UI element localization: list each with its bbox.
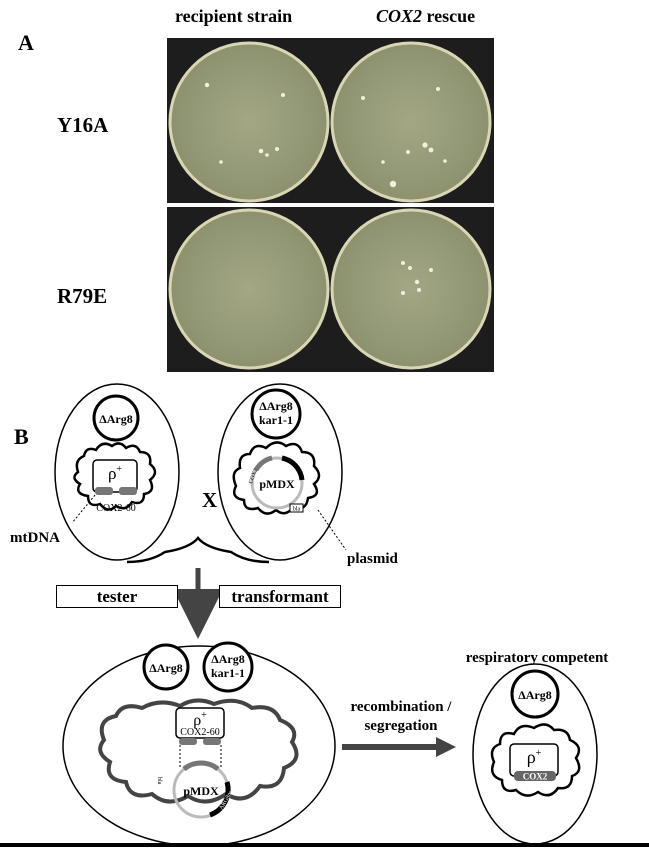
zygote-rho-label: ρ+ — [193, 710, 207, 729]
panel-b-letter: B — [14, 424, 29, 449]
plasmid-marker-bla: bla — [293, 507, 301, 513]
transformant-nucleus — [250, 388, 302, 440]
merge-brace — [126, 536, 270, 564]
zygote-mitochondrion — [98, 698, 299, 804]
column-header-rescue: COX2 rescue — [376, 6, 475, 27]
transformant-nucleus-label-1: ΔArg8 — [259, 399, 293, 413]
cross-symbol: X — [202, 488, 217, 512]
transformant-cell: ΔArg8 kar1-1 pMDX COX2 ARG8m bla — [217, 383, 347, 561]
tester-cell: ΔArg8 ρ+ COX2-60 — [54, 383, 180, 561]
zygote-nucleus-a — [142, 643, 190, 691]
result-nucleus-label: ΔArg8 — [518, 688, 552, 702]
row-label-y16a: Y16A — [57, 113, 109, 137]
column-header-recipient: recipient strain — [175, 6, 293, 26]
result-rho-label: ρ+ — [527, 747, 542, 767]
plasmid-label: plasmid — [347, 551, 399, 567]
mtdna-label: mtDNA — [10, 530, 60, 546]
zygote-plasmid-name: pMDX — [183, 784, 219, 798]
petri-dish-right — [330, 208, 492, 370]
plate-photo-r79e — [167, 207, 494, 372]
zygote-plasmid-marker-bla: bla — [156, 777, 162, 785]
plasmid-name: pMDX — [259, 477, 295, 491]
tester-nucleus-label: ΔArg8 — [99, 412, 133, 426]
panel-a-letter: A — [18, 30, 34, 55]
zygote-gene-label: COX2-60 — [180, 727, 219, 738]
zygote-nucleus-b-label-1: ΔArg8 — [211, 652, 245, 666]
process-label-2: segregation — [364, 718, 438, 734]
zygote-cell: ΔArg8 ΔArg8 kar1-1 ρ+ COX2-60 COX2 pMDX … — [62, 641, 336, 847]
result-title: respiratory competent — [466, 650, 609, 666]
transformant-nucleus-label-2: kar1-1 — [259, 413, 293, 427]
plate-photo-y16a — [167, 38, 494, 203]
panel-b-diagram: ΔArg8 ρ+ COX2-60 mtDNA X ΔArg8 kar1-1 pM… — [0, 383, 649, 847]
result-gene-label: COX2 — [523, 772, 548, 782]
plasmid-gene-cox2: COX2 — [248, 468, 259, 485]
transformant-box: transformant — [219, 585, 341, 608]
process-label-1: recombination / — [351, 699, 453, 715]
petri-dish-right — [330, 41, 492, 203]
row-label-r79e: R79E — [57, 284, 108, 308]
tester-nucleus — [92, 394, 140, 442]
petri-dish-left — [168, 41, 330, 203]
column-header-rescue-word: rescue — [422, 6, 476, 26]
zygote-plasmid-gene-cox2: COX2 — [193, 767, 209, 773]
zygote-nucleus-b — [202, 641, 254, 693]
zygote-nucleus-a-label: ΔArg8 — [149, 661, 183, 675]
plasmid-ring — [250, 456, 304, 510]
bottom-rule — [0, 843, 649, 847]
tester-gene-label: COX2-60 — [96, 503, 135, 514]
column-header-rescue-gene: COX2 — [376, 6, 423, 26]
tester-box: tester — [56, 585, 178, 608]
petri-dish-left — [168, 208, 330, 370]
zygote-nucleus-b-label-2: kar1-1 — [211, 666, 245, 680]
result-nucleus — [510, 669, 560, 719]
tester-rho-label: ρ+ — [108, 464, 122, 483]
result-cell: ΔArg8 ρ+ COX2 — [472, 663, 598, 845]
